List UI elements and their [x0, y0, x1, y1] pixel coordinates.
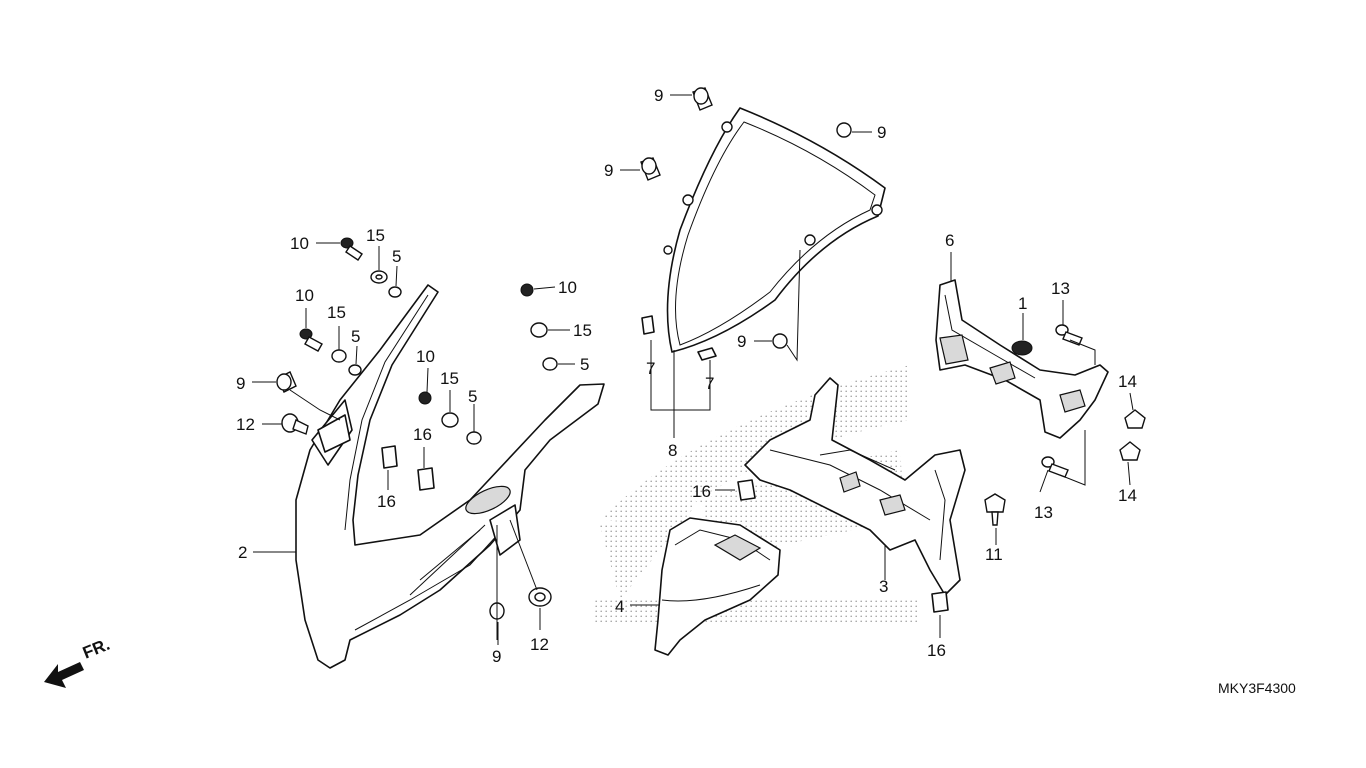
- callout-15-right: 15: [573, 321, 592, 340]
- callout-16-bottom-right: 16: [927, 641, 946, 660]
- callout-13-bottom: 13: [1034, 503, 1053, 522]
- callout-9-screen-right: 9: [877, 123, 886, 142]
- callout-14-bottom: 14: [1118, 486, 1137, 505]
- callout-9-screen-bottom: 9: [737, 332, 746, 351]
- cowl-stay-part: [935, 279, 1146, 478]
- left-hardware: [276, 237, 558, 620]
- callout-10-right: 10: [558, 278, 577, 297]
- callout-9-left: 9: [236, 374, 245, 393]
- callout-10-top: 10: [290, 234, 309, 253]
- front-arrow-icon: [44, 662, 84, 688]
- callout-6: 6: [945, 231, 954, 250]
- callout-13-top: 13: [1051, 279, 1070, 298]
- callout-7-right: 7: [705, 374, 714, 393]
- windscreen-part: [640, 87, 886, 361]
- callout-16-mid: 16: [413, 425, 432, 444]
- callout-16-left: 16: [377, 492, 396, 511]
- callout-9-bottom: 9: [492, 647, 501, 666]
- callout-15-mid: 15: [327, 303, 346, 322]
- center-hardware: [737, 479, 1006, 613]
- callout-14-top: 14: [1118, 372, 1137, 391]
- callout-7-left: 7: [646, 359, 655, 378]
- inner-panel-part: [744, 377, 966, 596]
- callout-10-inner: 10: [416, 347, 435, 366]
- callout-4: 4: [615, 597, 624, 616]
- callout-5-mid: 5: [351, 327, 360, 346]
- inner-cover-part: [654, 517, 781, 656]
- callouts: 9 9 9 9 9 9 10 10 10 10 15 15 15 15 5 5 …: [236, 86, 1137, 666]
- callout-2: 2: [238, 543, 247, 562]
- callout-15-top: 15: [366, 226, 385, 245]
- callout-9-top: 9: [654, 86, 663, 105]
- leader-lines: [252, 94, 1134, 645]
- callout-5-inner: 5: [468, 387, 477, 406]
- callout-5-top: 5: [392, 247, 401, 266]
- callout-1: 1: [1018, 294, 1027, 313]
- callout-15-inner: 15: [440, 369, 459, 388]
- diagram-code: MKY3F4300: [1218, 680, 1296, 696]
- callout-5-right: 5: [580, 355, 589, 374]
- callout-16-center: 16: [692, 482, 711, 501]
- callout-12-left: 12: [236, 415, 255, 434]
- callout-8: 8: [668, 441, 677, 460]
- callout-11: 11: [985, 545, 1003, 564]
- upper-cowl-part: [295, 284, 605, 669]
- callout-3: 3: [879, 577, 888, 596]
- callout-12-bottom: 12: [530, 635, 549, 654]
- callout-9-screen-left: 9: [604, 161, 613, 180]
- callout-10-mid: 10: [295, 286, 314, 305]
